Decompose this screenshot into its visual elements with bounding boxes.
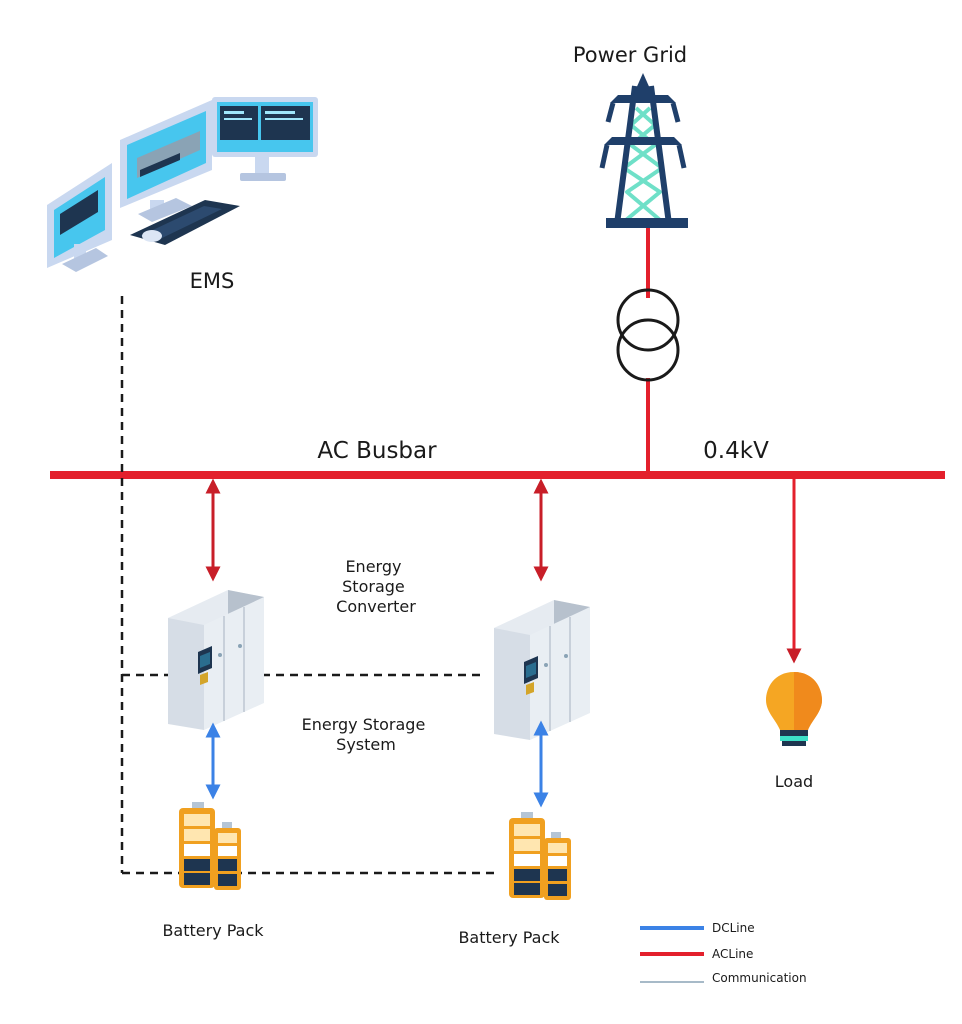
system-label-line-2: System [336,735,396,754]
computer-workstation-icon [47,97,318,272]
battery-pack-1-label: Battery Pack [162,921,264,940]
battery-pack-icon [179,802,241,890]
light-bulb-icon [766,672,822,746]
converter-cabinet-icon [494,600,590,740]
voltage-label: 0.4kV [703,438,769,464]
battery-pack-2-label: Battery Pack [458,928,560,947]
legend-label-ac: ACLine [712,947,753,961]
power-grid-label: Power Grid [573,43,687,67]
converter-label-line-3: Converter [336,597,416,616]
communication-lines [120,296,500,875]
mouse [142,230,162,242]
system-label: Energy Storage System [302,715,431,754]
monitor-left [47,163,112,272]
monitor-center [120,100,212,222]
transmission-tower-icon [599,73,688,228]
converter-label-line-1: Energy [345,557,401,576]
legend-label-comm: Communication [712,971,807,985]
transformer-icon [616,288,680,382]
converter-cabinet-icon [168,590,264,730]
load-label: Load [775,772,813,791]
converter-label: Energy Storage Converter [336,557,416,616]
legend: DCLine ACLine Communication [640,921,807,985]
battery-pack-icon [509,812,571,900]
ems-label: EMS [190,269,235,293]
legend-label-dc: DCLine [712,921,755,935]
ac-lines [50,228,945,664]
monitor-right [212,97,318,181]
system-label-line-1: Energy Storage [302,715,426,734]
converter-label-line-2: Storage [342,577,405,596]
ac-busbar-label: AC Busbar [317,438,437,464]
